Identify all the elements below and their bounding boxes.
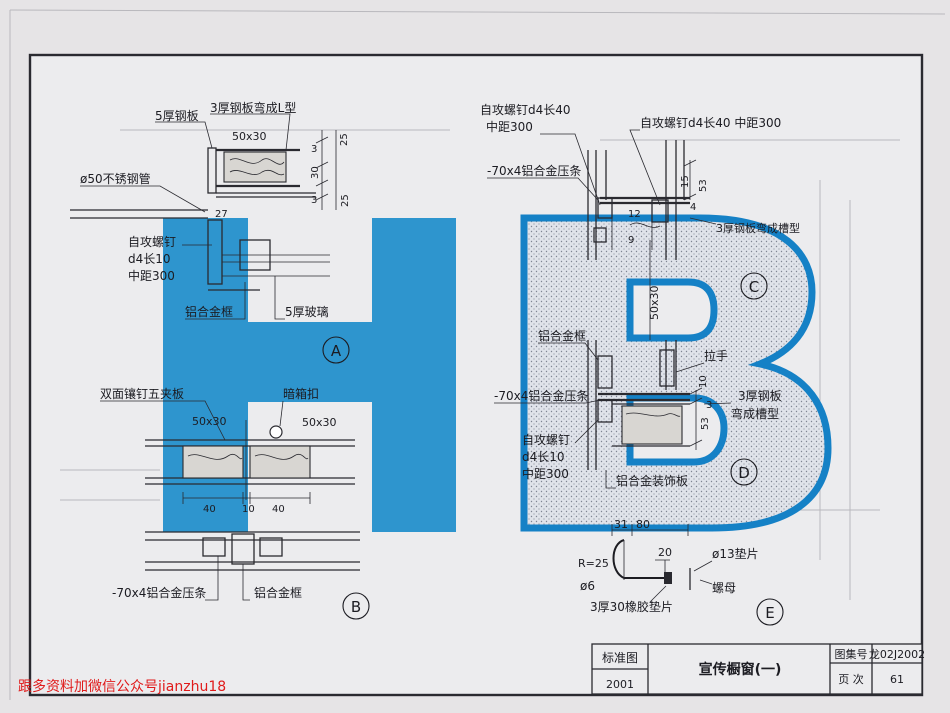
timber-b-left [182,445,244,479]
dim-31: 31 [614,518,628,531]
dim-3-bottom: 3 [311,195,317,206]
gasket-label: 3厚30橡胶垫片 [590,599,673,614]
channel-d-line1: 3厚钢板 [738,389,782,403]
detail-tag-a [322,336,350,364]
handle-label: 拉手 [704,348,728,363]
detail-tag-e [756,598,784,626]
dim-27: 27 [215,209,228,220]
plywood-label: 双面镶钉五夹板 [100,386,184,401]
year-label: 2001 [606,678,634,691]
radius-label: R=25 [578,557,609,570]
detail-e: 31 80 R=25 20 ø13垫片 ø6 螺母 3厚30橡胶垫片 E [578,518,784,626]
dim-30: 30 [310,166,321,179]
atlas-label: 图集号 [835,647,868,661]
dim-40-right: 40 [272,504,285,515]
timber-size-label-a: 50x30 [232,130,267,143]
footer-red-note: 跟多资料加微信公众号jianzhu18 [18,679,227,695]
screw-d-line2: d4长10 [522,450,565,464]
strip-label-c: -70x4铝合金压条 [487,163,581,178]
glass-label: 5厚玻璃 [285,305,329,319]
detail-b: 40 10 40 双面镶钉五夹板 暗箱扣 50x30 50x30 -70x4铝合… [100,386,370,620]
detail-tag-a-text: A [331,342,342,360]
latch-label: 暗箱扣 [283,386,319,401]
dim-4-c: 4 [690,202,696,213]
screw-a-line2: d4长10 [128,252,171,266]
timber-size-c: 50x30 [648,285,661,320]
channel-d-line2: 弯成槽型 [731,406,779,421]
dim-25-bottom: 25 [340,194,351,207]
dim-3-d: 3 [706,400,712,411]
dim-15-c: 15 [680,175,691,188]
nut-label: 螺母 [712,581,736,595]
screw-c-a-line2: 中距300 [486,119,533,134]
frame-label-a: 铝合金框 [185,304,233,319]
timber-b-right [249,445,311,479]
dim-53-d: 53 [700,417,711,430]
detail-tag-b [342,592,370,620]
dim-9-c: 9 [628,235,634,246]
strip-label-d: -70x4铝合金压条 [494,388,588,403]
timber-d [621,405,683,445]
screw-c-b: 自攻螺钉d4长40 中距300 [640,115,781,130]
detail-tag-e-text: E [765,604,774,622]
bent-plate-label: 3厚钢板弯成L型 [210,100,296,115]
timber-a [223,151,287,183]
screw-d-line3: 中距300 [522,466,569,481]
page-number: 61 [890,673,904,686]
detail-tag-d-text: D [738,464,750,482]
page-label: 页 次 [838,672,864,686]
detail-tag-b-text: B [351,598,361,616]
std-label: 标准图 [602,651,638,665]
screw-a-line3: 中距300 [128,268,175,283]
trim-label: 铝合金装饰板 [616,473,688,488]
channel-label-c: 3厚钢板弯成槽型 [716,221,800,235]
dim-53-c: 53 [698,179,709,192]
dim-40-left: 40 [203,504,216,515]
dim-80: 80 [636,518,650,531]
detail-tag-d [730,458,758,486]
drawing-title: 宣传橱窗(一) [699,661,782,678]
screw-d-line1: 自攻螺钉 [522,433,570,447]
dim-20-e: 20 [658,546,672,559]
dim-10-d: 10 [698,375,709,388]
frame-label-b: 铝合金框 [254,585,302,600]
bleed-through-lines [60,129,900,600]
frame-label-d: 铝合金框 [538,328,586,343]
title-block: 标准图 2001 宣传橱窗(一) 图集号 龙02J2002 页 次 61 [591,643,925,695]
latch-icon [269,425,283,439]
dim-12-c: 12 [628,209,641,220]
detail-a: 25 3 30 3 25 5厚钢板 3厚钢板弯成L型 50x30 ø50不锈钢管… [70,100,351,364]
screw-c-a-line1: 自攻螺钉d4长40 [480,103,571,117]
timber-size-b-right: 50x30 [302,416,337,429]
detail-c: 53 15 12 4 9 自攻螺钉d4长40 中距300 自攻螺钉d4长40 中… [480,103,800,340]
detail-d: 10 3 53 铝合金框 拉手 -70x4铝合金压条 3厚钢板 弯成槽型 自攻螺… [494,328,782,489]
timber-size-b-left: 50x30 [192,415,227,428]
detail-tag-c [740,272,768,300]
dim-25-top: 25 [339,133,350,146]
detail-tag-c-text: C [749,278,759,296]
rod-label: ø6 [580,579,595,593]
dim-3-top: 3 [311,144,317,155]
steel-plate-label: 5厚钢板 [155,109,199,123]
strip-label-b: -70x4铝合金压条 [112,585,206,600]
pipe-label: ø50不锈钢管 [80,171,151,186]
atlas-number: 龙02J2002 [869,648,925,661]
screw-a-line1: 自攻螺钉 [128,235,176,249]
washer-label: ø13垫片 [712,546,759,561]
dim-10-b: 10 [242,504,255,515]
